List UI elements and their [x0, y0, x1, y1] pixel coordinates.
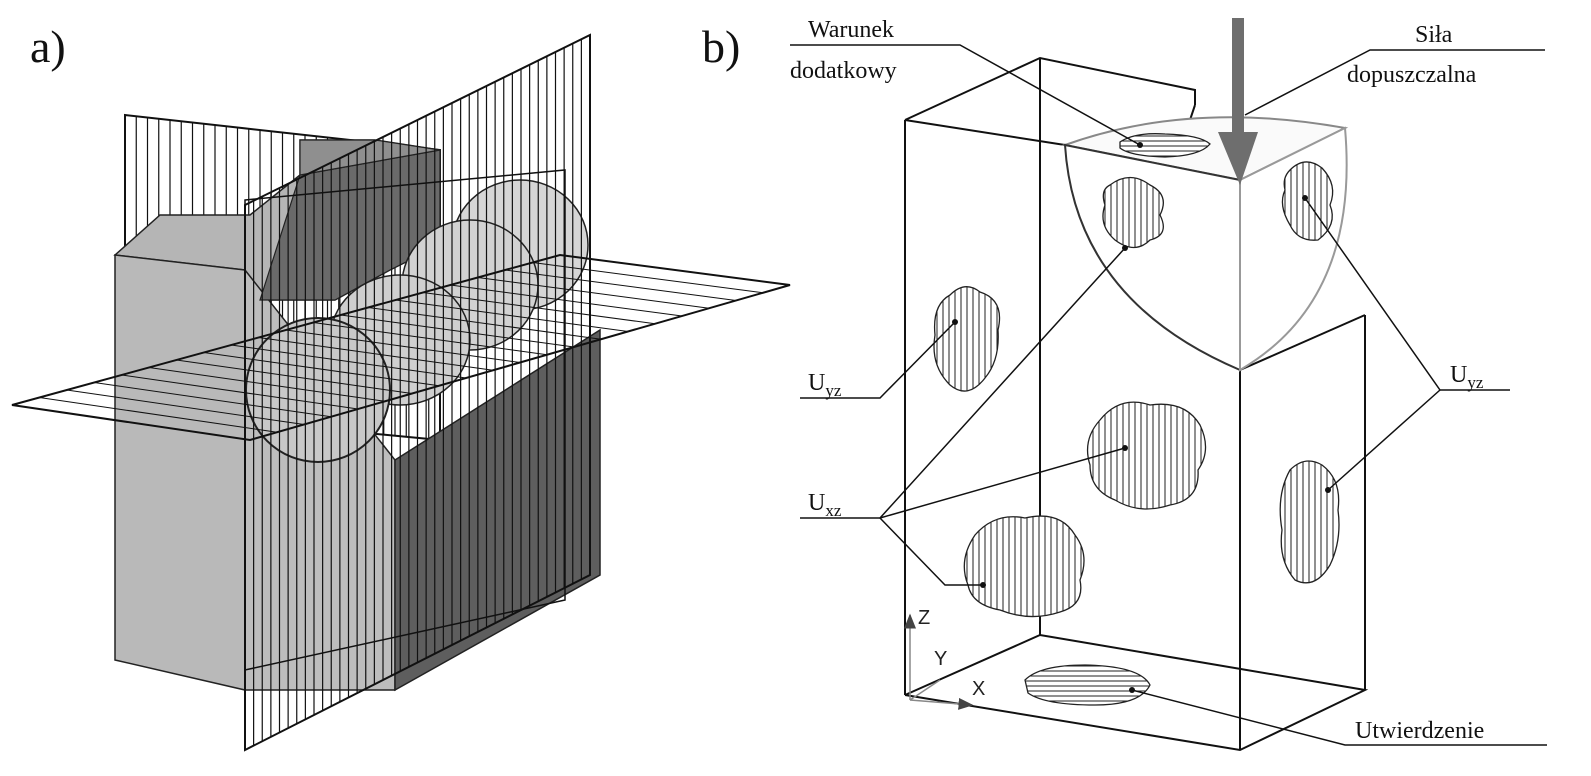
axis-triad — [904, 613, 974, 710]
axis-x-label: X — [972, 678, 985, 700]
label-sila-line1: Siła — [1415, 22, 1453, 48]
label-sila-line2: dopuszczalna — [1347, 62, 1477, 88]
axis-z-label: Z — [918, 607, 930, 629]
label-warunek-line2: dodatkowy — [790, 58, 897, 84]
label-uxz: Uxz — [808, 490, 842, 520]
label-warunek-line1: Warunek — [808, 17, 894, 43]
label-utwierdzenie: Utwierdzenie — [1355, 718, 1484, 744]
vertical-plane-inner — [244, 169, 566, 671]
panel-b-label: b) — [702, 21, 740, 72]
axis-y-label: Y — [934, 648, 947, 670]
panel-a-label: a) — [30, 21, 66, 72]
blob-uyz-left — [933, 286, 1001, 392]
blob-uxz-mid — [1086, 401, 1207, 510]
blob-uyz-right — [1279, 460, 1340, 584]
blob-top — [1119, 133, 1211, 158]
quarter-dome — [1061, 116, 1349, 372]
panel-a: a) — [11, 21, 791, 752]
blob-uxz-low — [963, 515, 1085, 618]
panel-b: b) — [702, 17, 1547, 752]
blob-bottom — [1024, 664, 1151, 706]
label-uyz-left: Uyz — [808, 370, 842, 400]
vertical-plane-front — [244, 33, 591, 752]
horizontal-plane — [11, 253, 791, 442]
label-uyz-right: Uyz — [1450, 362, 1484, 392]
leader-dots — [952, 142, 1331, 693]
force-arrow — [1218, 18, 1258, 185]
leader-lines — [790, 44, 1547, 746]
hatched-regions — [933, 133, 1340, 706]
blob-dome-left — [1102, 176, 1164, 249]
